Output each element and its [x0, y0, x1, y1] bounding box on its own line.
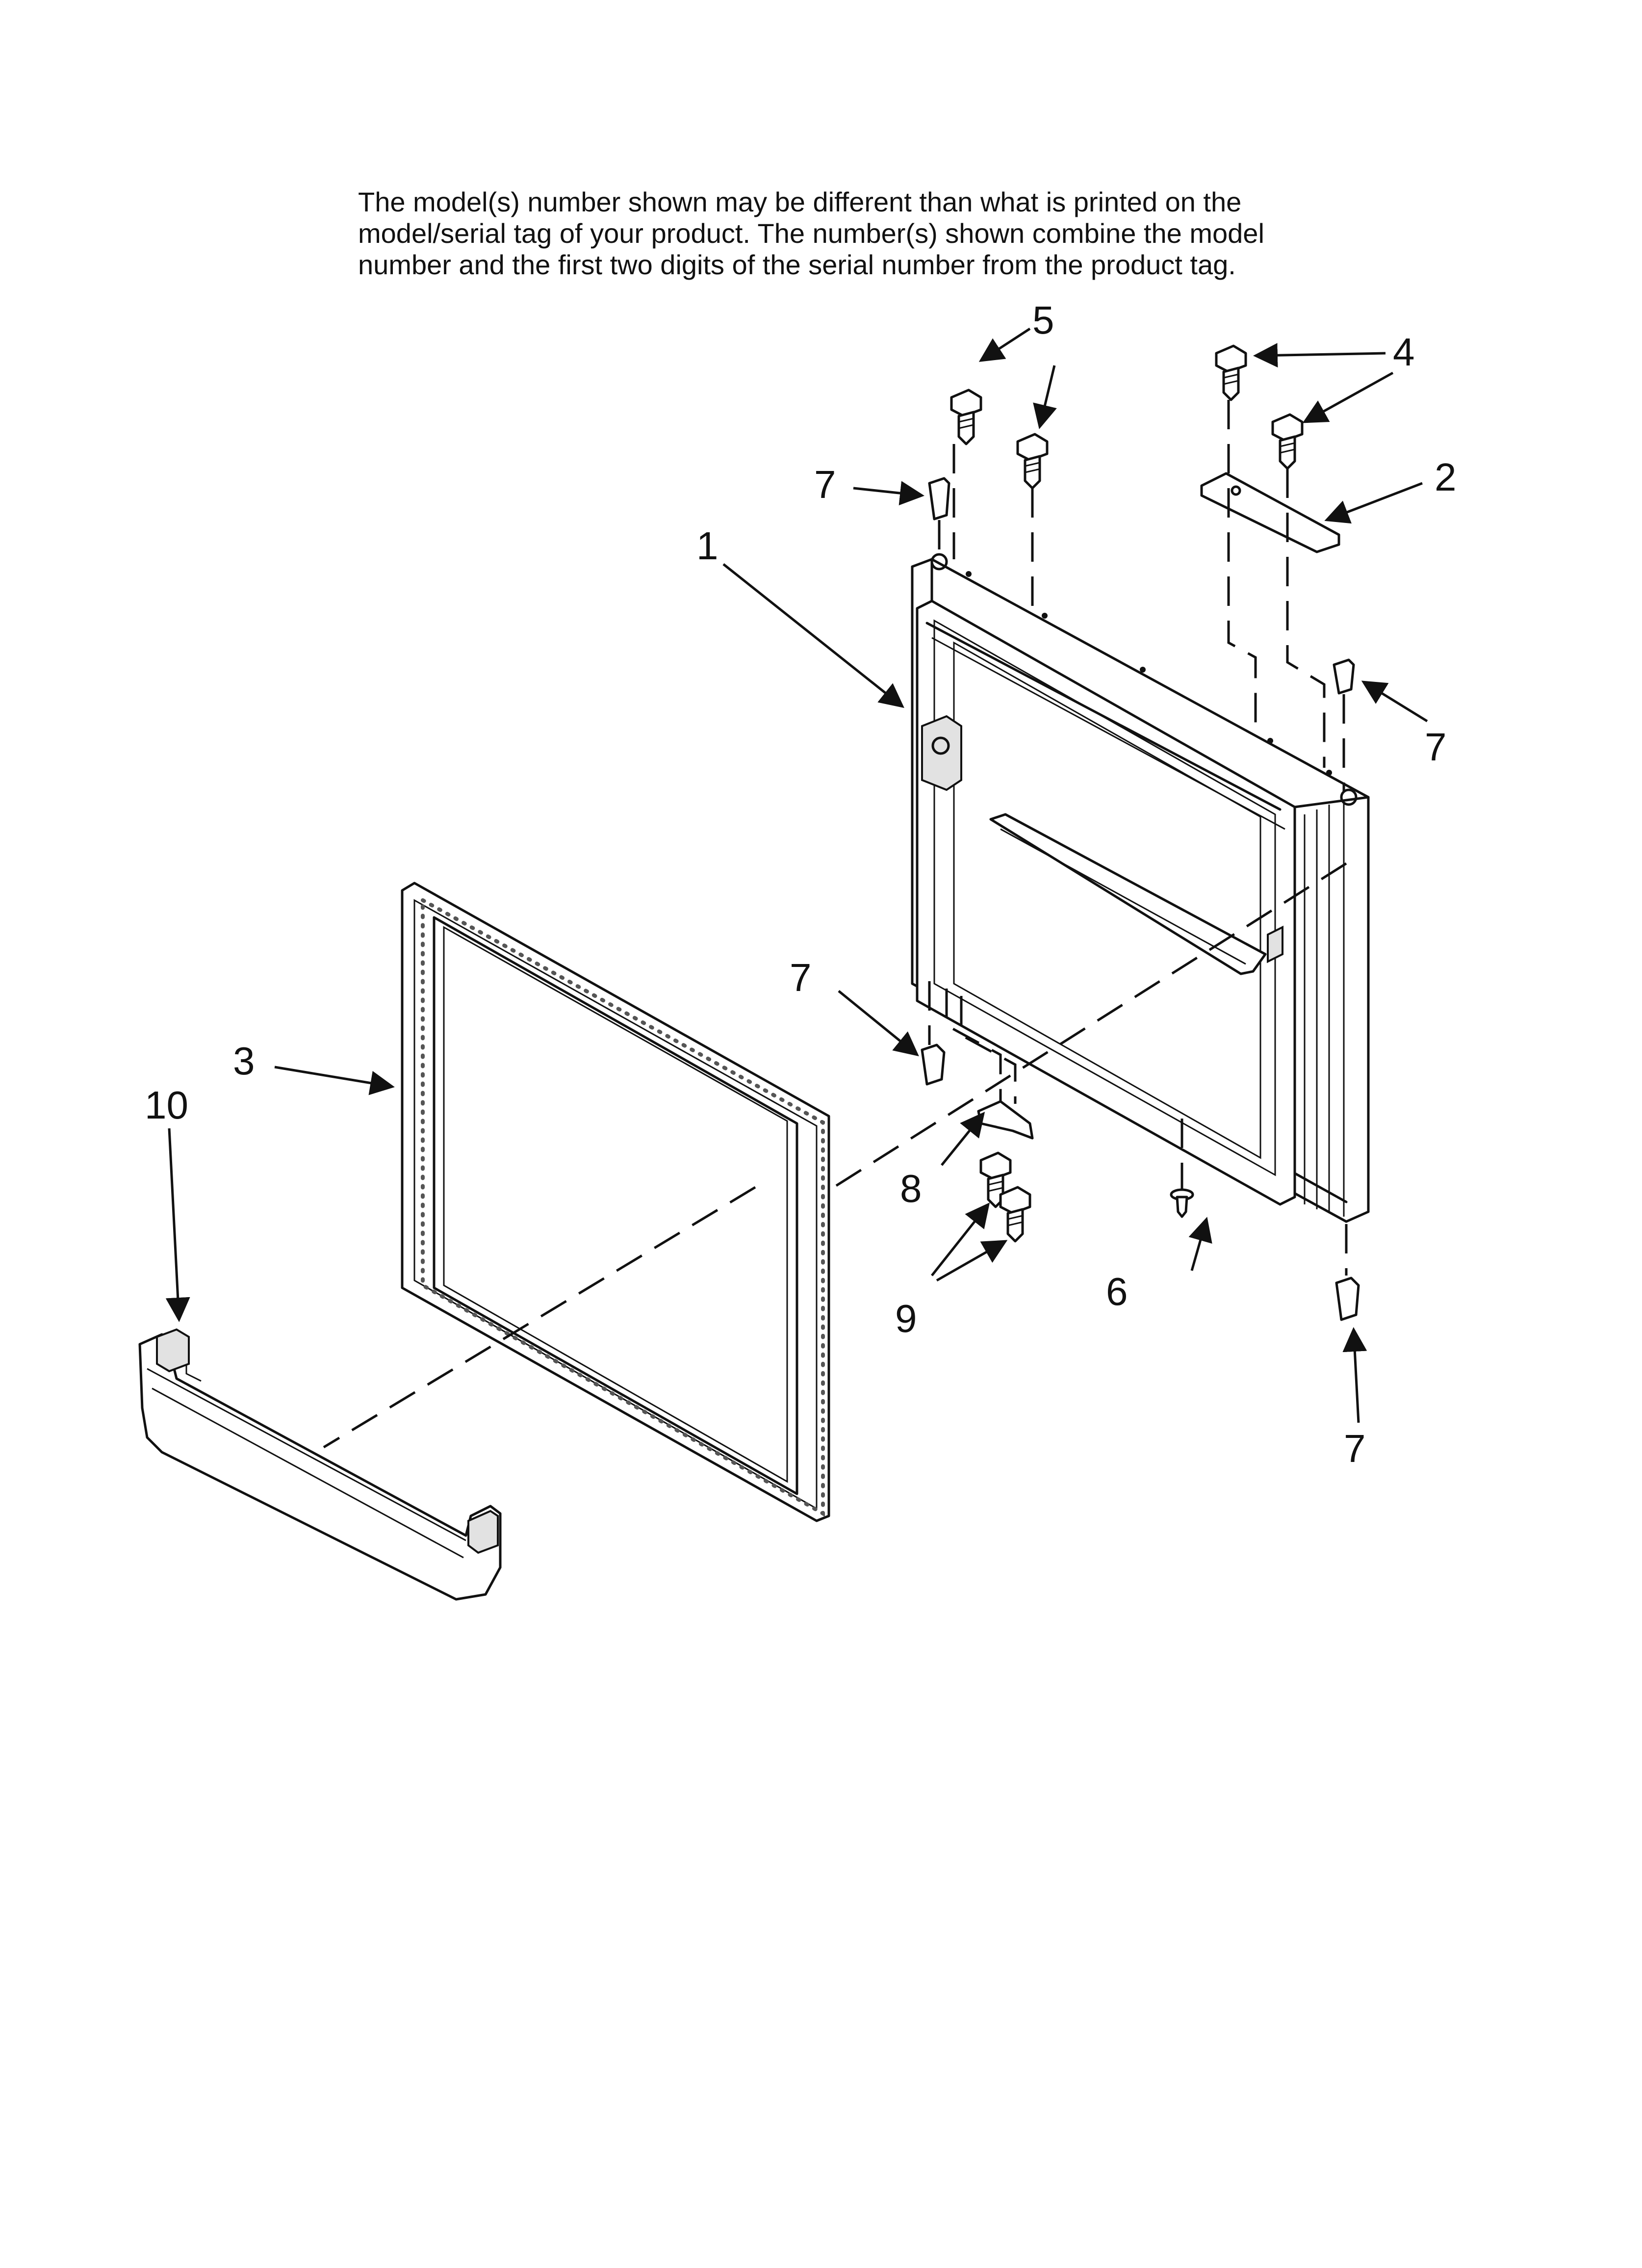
leader-arrows — [165, 327, 1428, 1423]
screw-4-left — [1215, 344, 1247, 401]
freezer-door — [911, 553, 1370, 1223]
callout-6: 6 — [1106, 1270, 1128, 1313]
callout-5: 5 — [1032, 298, 1054, 342]
callout-7-right: 7 — [1425, 725, 1447, 769]
screw-5-upper — [950, 389, 982, 445]
screw-4-right — [1271, 413, 1304, 470]
notice-line: model/serial tag of your product. The nu… — [358, 218, 1264, 249]
plug-7-lower-left — [921, 1043, 946, 1086]
plug-7-bottom-right — [1335, 1277, 1360, 1321]
callout-10: 10 — [145, 1083, 188, 1127]
callout-7-top-left: 7 — [814, 463, 836, 506]
callout-7-bottom-right: 7 — [1344, 1427, 1366, 1470]
assembly-lines — [323, 400, 1348, 1449]
callout-7-lower-left: 7 — [790, 956, 812, 999]
hinge-plate — [1200, 472, 1340, 553]
model-number-notice: The model(s) number shown may be differe… — [358, 186, 1437, 281]
callout-8: 8 — [900, 1167, 922, 1210]
callout-2: 2 — [1435, 455, 1457, 499]
clip-8 — [977, 1100, 1034, 1140]
screw-9-right — [999, 1186, 1031, 1243]
door-gasket — [401, 882, 830, 1522]
callout-9: 9 — [895, 1297, 917, 1340]
plug-7-top-right — [1333, 658, 1355, 695]
callout-4: 4 — [1393, 330, 1415, 374]
callout-1: 1 — [696, 524, 718, 568]
callout-labels: 1 2 3 4 5 6 7 7 7 7 8 9 10 — [145, 298, 1457, 1470]
notice-line: The model(s) number shown may be differe… — [358, 186, 1242, 217]
plug-7-top-left — [928, 477, 950, 521]
callout-3: 3 — [233, 1039, 255, 1083]
screw-6 — [1170, 1188, 1194, 1218]
screw-5-lower — [1016, 433, 1049, 490]
notice-line: number and the first two digits of the s… — [358, 249, 1236, 280]
door-shelf-bin — [138, 1328, 502, 1601]
